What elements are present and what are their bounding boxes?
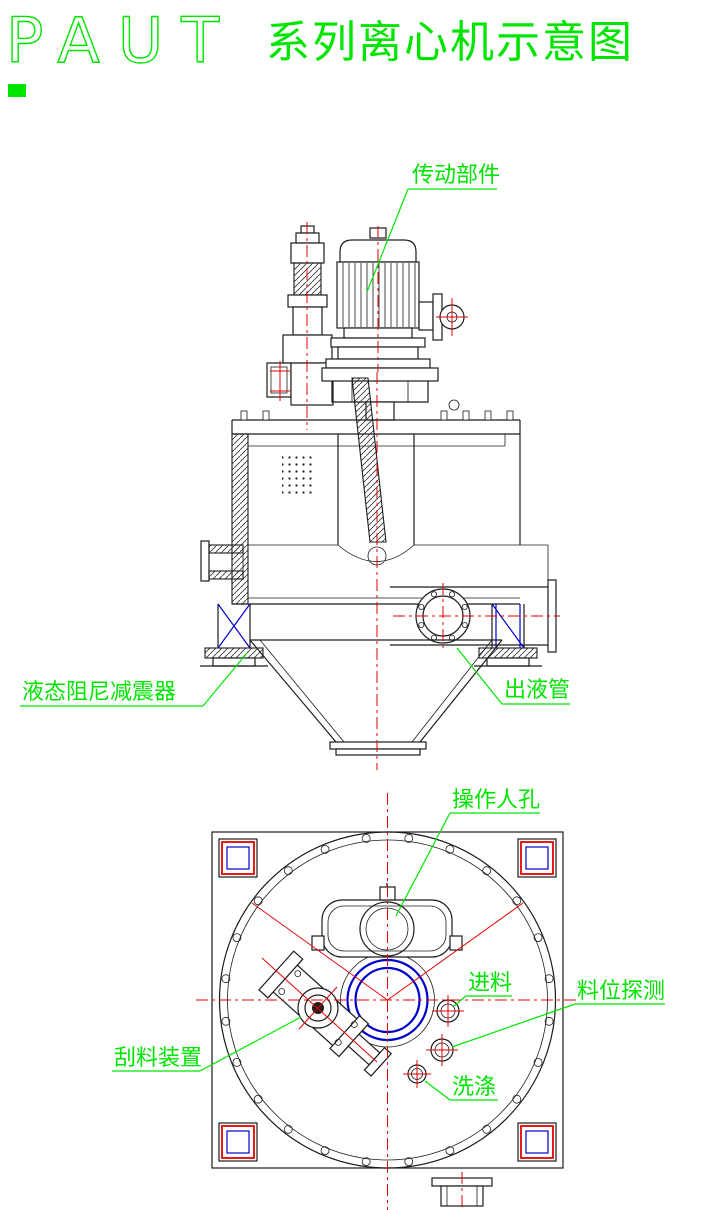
label-damper: 液态阻尼减震器 <box>22 680 176 705</box>
leader-damper <box>20 652 248 707</box>
manhole-right-clamp <box>449 935 463 951</box>
label-level-detect: 料位探测 <box>577 979 665 1004</box>
leader-washing <box>424 1080 498 1101</box>
manhole <box>311 883 463 958</box>
front-view: 传动部件 液态阻尼减震器 出液管 <box>20 163 570 770</box>
shaft-slant <box>351 377 387 543</box>
leader-scraper <box>112 1016 302 1072</box>
motor-conduit <box>418 301 434 331</box>
scraper-device <box>258 950 393 1077</box>
discharge-cone <box>249 639 503 756</box>
label-transmission: 传动部件 <box>412 163 500 188</box>
label-manhole: 操作人孔 <box>452 788 540 813</box>
label-washing: 洗涤 <box>452 1075 496 1100</box>
corner-pad <box>517 1122 557 1162</box>
motor <box>325 227 465 369</box>
lifting-lug <box>448 399 460 411</box>
feed-port <box>432 995 464 1027</box>
corner-pad <box>218 838 258 878</box>
radial-lines <box>251 902 524 1001</box>
left-support <box>200 603 268 667</box>
top-view-labels: 操作人孔 进料 料位探测 刮料装置 洗涤 <box>112 788 665 1101</box>
centerlines-top <box>196 793 579 1210</box>
corner-pad <box>517 838 557 878</box>
title-block: PAUT 系列离心机示意图 <box>5 3 634 97</box>
level-detect-port <box>426 1034 458 1066</box>
label-feed: 进料 <box>468 971 512 996</box>
label-scraper: 刮料装置 <box>114 1046 202 1071</box>
manhole-left-clamp <box>311 935 325 951</box>
perforations <box>282 455 316 497</box>
label-outlet-pipe: 出液管 <box>504 678 570 703</box>
right-damper-pad <box>478 647 538 659</box>
casing <box>200 377 521 605</box>
title-marker <box>8 84 26 97</box>
outlet-assembly <box>390 544 557 653</box>
centerlines-front <box>270 222 560 770</box>
top-view: 操作人孔 进料 料位探测 刮料装置 洗涤 <box>112 788 665 1210</box>
leader-manhole <box>395 812 540 917</box>
flange-cross-marks <box>270 361 290 401</box>
front-view-labels: 传动部件 液态阻尼减震器 出液管 <box>20 163 570 707</box>
left-damper-pad <box>204 647 264 659</box>
corner-pad <box>218 1122 258 1162</box>
page-title-latin: PAUT <box>6 4 237 77</box>
gearbox <box>321 367 439 421</box>
corner-pads <box>218 838 557 1162</box>
leader-outlet-pipe <box>456 647 570 705</box>
basket-walls <box>337 434 415 545</box>
leader-level-detect <box>451 1003 665 1048</box>
leader-transmission <box>366 188 497 293</box>
washing-port <box>403 1060 431 1088</box>
leader-feed <box>453 995 512 1007</box>
cover-bolts <box>240 410 514 421</box>
motor-fins <box>342 263 416 327</box>
left-pipe-stub <box>200 540 244 582</box>
page-title-cjk: 系列离心机示意图 <box>266 17 634 68</box>
bolt-ring-main <box>221 834 554 1166</box>
right-support <box>474 603 542 667</box>
